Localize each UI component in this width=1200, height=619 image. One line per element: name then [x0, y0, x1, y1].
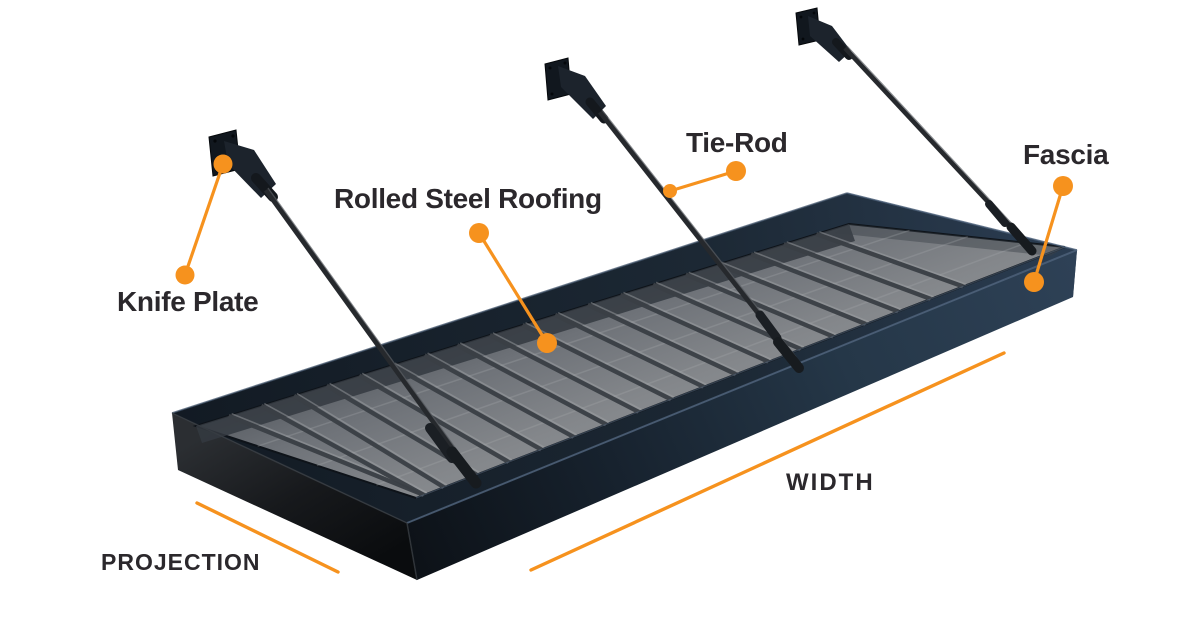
- tie-rod-1: [263, 188, 474, 476]
- back-edge-highlight: [171, 192, 848, 414]
- tie-rod-2-turnbuckle: [755, 310, 782, 343]
- knife-plate-leader: [175, 154, 233, 285]
- rolled-steel-leader-dot-bottom: [537, 333, 557, 353]
- deck-front-lip-highlight: [415, 246, 1066, 499]
- knife-plate-leader-dot-bottom: [175, 265, 195, 285]
- front-edge-highlight: [406, 249, 1078, 524]
- fascia-face: [407, 250, 1077, 580]
- tie-rod-2-deck-bracket: [773, 337, 804, 373]
- tie-rod-3-clevis: [832, 38, 853, 60]
- deck-right-shadow: [835, 224, 1065, 256]
- canopy-body: [171, 192, 1078, 581]
- right-edge-highlight: [846, 192, 1078, 251]
- support-assembly-right: [795, 7, 1037, 256]
- rolled-steel-roofing-leader: [469, 223, 557, 353]
- support-assembly-middle: [544, 57, 804, 373]
- callouts: [175, 154, 1073, 574]
- tie-rod-label: Tie-Rod: [686, 127, 788, 158]
- fascia-leader-dot-bottom: [1024, 272, 1044, 292]
- knife-plate-label: Knife Plate: [117, 286, 259, 317]
- tie-rod-1-deck-bracket: [446, 446, 482, 489]
- tie-rod-3-deck-bracket: [1006, 222, 1037, 256]
- projection-label: PROJECTION: [101, 549, 261, 575]
- canopy-left-end-face: [172, 413, 417, 580]
- tie-rod-leader-dot-small: [663, 184, 677, 198]
- tie-rod-1-highlight: [267, 187, 473, 472]
- front-left-corner-edge: [406, 522, 418, 581]
- width-label: WIDTH: [786, 469, 875, 496]
- tie-rod-3-turnbuckle: [985, 200, 1009, 227]
- width-dimension-line: [529, 351, 1006, 572]
- knife-plate-leader-dot-top: [213, 154, 233, 174]
- fascia-leader: [1024, 176, 1073, 292]
- left-edge-highlight: [171, 412, 408, 524]
- rolled-steel-leader-dot-top: [469, 223, 489, 243]
- fascia-leader-dot-top: [1053, 176, 1073, 196]
- projection-dimension-line: [195, 501, 340, 574]
- tie-rod-leader-dot: [726, 161, 746, 181]
- fascia-label: Fascia: [1023, 139, 1109, 170]
- rolled-steel-roofing-label: Rolled Steel Roofing: [334, 183, 602, 214]
- tie-rod-leader: [663, 161, 746, 198]
